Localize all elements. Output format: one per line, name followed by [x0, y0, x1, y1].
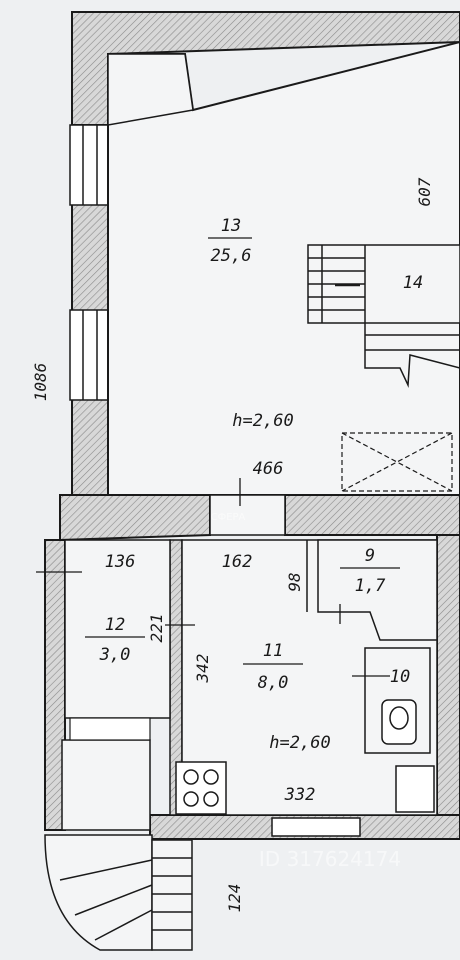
watermark-id: ID 317624174	[259, 847, 401, 871]
window-bottom	[271, 817, 361, 837]
stove-icon	[175, 761, 227, 815]
height-upper: h=2,60	[232, 411, 293, 431]
staircase-bottom	[44, 834, 193, 951]
toilet-icon	[381, 699, 417, 745]
dim-98: 98	[285, 572, 304, 591]
room-10-number: 10	[390, 667, 410, 687]
door-vestibule	[69, 717, 151, 741]
watermark-logo: СФЕРА	[211, 512, 246, 523]
doorway	[209, 494, 286, 536]
room-12-floor	[64, 539, 171, 719]
staircase-room-14	[307, 244, 460, 388]
dim-124: 124	[225, 884, 244, 913]
dim-221: 221	[147, 614, 166, 643]
room-11-area: 8,0	[258, 673, 289, 693]
dim-342: 342	[193, 654, 212, 684]
dim-136: 136	[105, 552, 136, 572]
vestibule	[61, 739, 151, 831]
floor-opening	[341, 432, 453, 492]
room-12-area: 3,0	[99, 645, 131, 665]
chimney-corner	[107, 53, 194, 126]
room-9-area: 1,7	[355, 576, 386, 596]
sink-icon	[395, 765, 435, 813]
room-11-number: 11	[263, 641, 283, 661]
dim-607: 607	[415, 177, 434, 206]
room-9-floor	[317, 539, 438, 641]
room-13-number: 13	[221, 216, 241, 236]
dim-162: 162	[222, 552, 253, 572]
dim-332: 332	[284, 785, 316, 805]
room-13-area: 25,6	[211, 246, 252, 266]
height-lower: h=2,60	[269, 733, 330, 753]
windows-left	[69, 124, 111, 401]
room-9-number: 9	[365, 546, 375, 566]
dimension-ticks	[36, 478, 390, 677]
room-12-number: 12	[105, 615, 125, 635]
dim-1086: 1086	[31, 363, 50, 402]
fraction-lines	[85, 237, 400, 665]
dim-466: 466	[253, 459, 284, 479]
room-14-number: 14	[403, 273, 423, 293]
